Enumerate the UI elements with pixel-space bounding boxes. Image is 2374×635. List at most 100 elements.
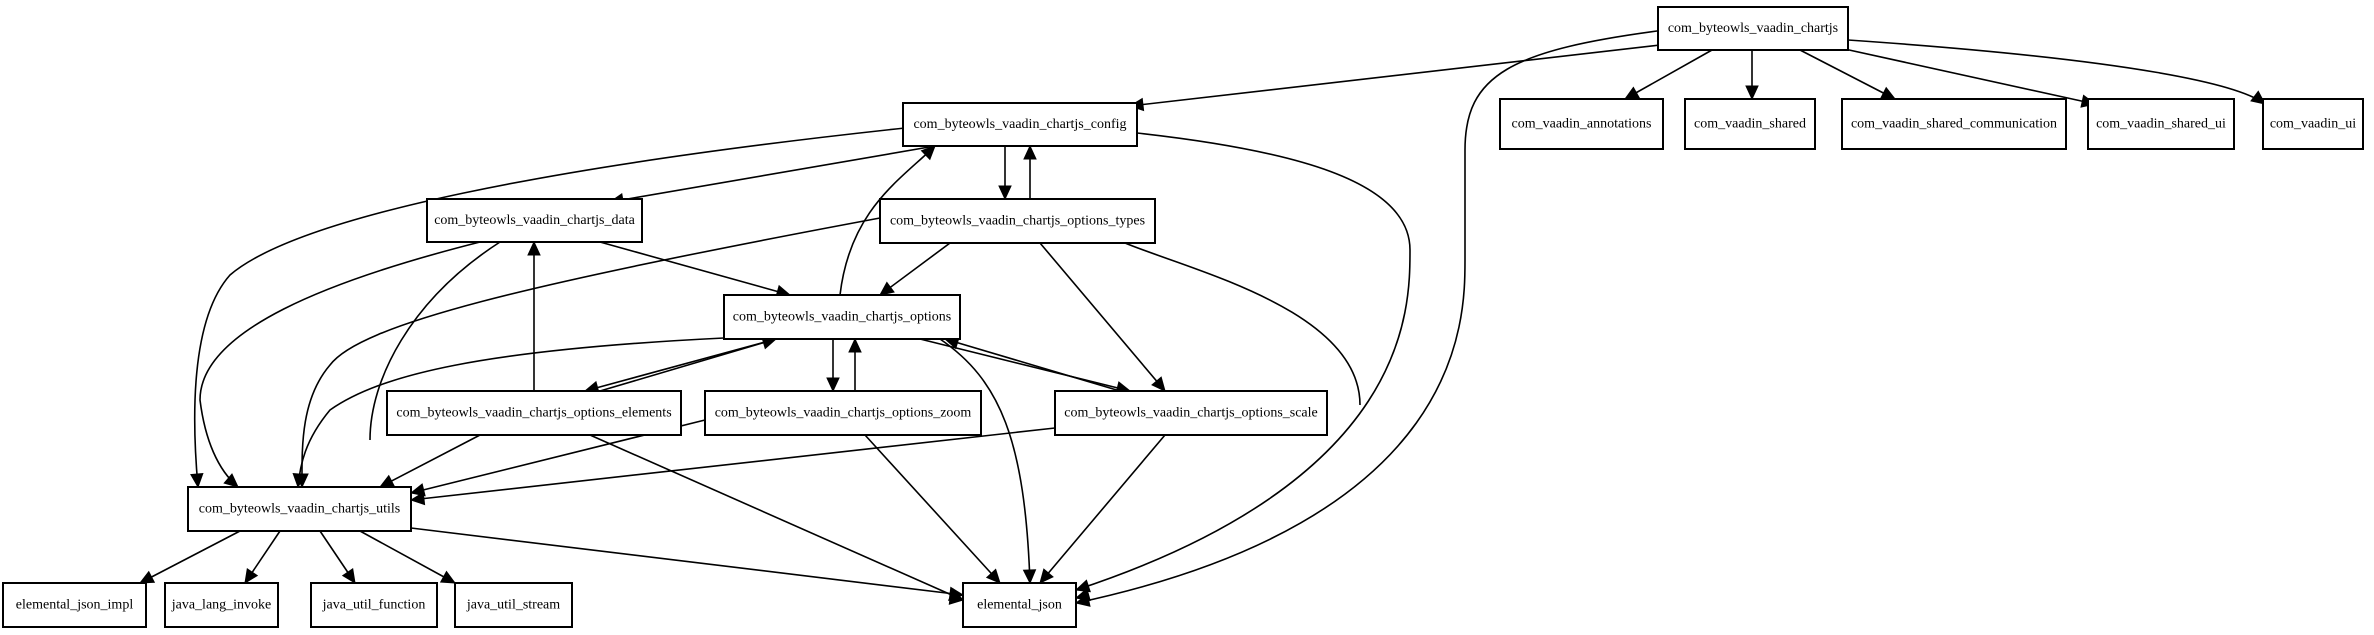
arrowhead-icon	[292, 472, 306, 489]
node-box	[2087, 98, 2235, 150]
node-label: java_util_function	[322, 598, 426, 613]
edge-scale-to-utils	[409, 427, 1056, 506]
edge-utils-to-invoke	[244, 530, 281, 584]
node-label: com_vaadin_shared	[1694, 117, 1806, 132]
node-box	[902, 102, 1138, 147]
node-shared: com_vaadin_shared	[1684, 98, 1816, 150]
node-box	[187, 486, 412, 532]
edge-config-to-data	[608, 145, 936, 207]
node-box	[1657, 6, 1849, 51]
node-json: elemental_json	[962, 582, 1077, 628]
edge-line	[139, 530, 241, 584]
edge-chartjs-to-ui	[1847, 39, 2266, 105]
node-label: com_vaadin_shared_ui	[2096, 117, 2226, 132]
edge-line	[410, 427, 1056, 501]
node-label: com_byteowls_vaadin_chartjs_options_scal…	[1064, 406, 1318, 421]
node-box	[1684, 98, 1816, 150]
edge-scale-to-json	[1039, 434, 1166, 584]
node-label: com_byteowls_vaadin_chartjs_data	[434, 213, 635, 228]
arrowhead-icon	[439, 570, 457, 584]
edge-line	[1129, 44, 1661, 107]
edge-chartjs-to-shared	[1745, 50, 1759, 101]
edge-types-to-json	[1074, 242, 1361, 601]
arrowhead-icon	[138, 570, 156, 584]
edge-line	[1799, 49, 1896, 100]
edge-types-to-options	[879, 242, 951, 296]
edge-zoom-to-json	[864, 434, 1001, 584]
edge-scale-to-options	[943, 336, 1121, 392]
edge-utils-to-function	[319, 530, 356, 584]
node-elements: com_byteowls_vaadin_chartjs_options_elem…	[386, 390, 682, 436]
edge-line	[864, 434, 1001, 584]
arrowhead-icon	[1074, 587, 1091, 601]
edge-line	[1075, 132, 1411, 591]
edge-zoom-to-options	[848, 337, 862, 391]
arrowhead-icon	[1022, 569, 1037, 585]
node-label: elemental_json	[977, 598, 1062, 613]
arrowhead-icon	[948, 586, 965, 601]
edge-line	[599, 338, 777, 392]
edge-config-to-utils	[190, 127, 906, 489]
node-box	[2262, 98, 2364, 150]
edge-line	[410, 527, 964, 596]
arrowhead-icon	[190, 472, 204, 489]
node-box	[1054, 390, 1328, 436]
node-label: com_byteowls_vaadin_chartjs_options_zoom	[715, 406, 972, 421]
arrowhead-icon	[1039, 568, 1054, 584]
edge-utils-to-stream	[359, 530, 457, 584]
node-types: com_byteowls_vaadin_chartjs_options_type…	[879, 198, 1156, 244]
node-label: com_byteowls_vaadin_chartjs_options	[733, 310, 952, 325]
node-label: com_vaadin_shared_communication	[1851, 117, 2057, 132]
node-scale: com_byteowls_vaadin_chartjs_options_scal…	[1054, 390, 1328, 436]
node-box	[386, 390, 682, 436]
edge-line	[193, 127, 906, 488]
edge-line	[1624, 49, 1713, 100]
edge-elements-to-options	[599, 336, 778, 392]
edge-line	[199, 241, 481, 488]
edge-line	[297, 337, 725, 488]
node-function: java_util_function	[310, 582, 438, 628]
node-box	[962, 582, 1077, 628]
node-box	[426, 198, 643, 243]
edge-line	[379, 434, 481, 488]
arrowhead-icon	[1023, 144, 1037, 160]
edge-options-to-zoom	[826, 339, 840, 393]
node-label: com_byteowls_vaadin_chartjs_options_type…	[890, 214, 1145, 229]
arrowhead-icon	[985, 568, 1001, 584]
node-label: com_vaadin_annotations	[1512, 117, 1652, 132]
node-shared_ui: com_vaadin_shared_ui	[2087, 98, 2235, 150]
edge-types-to-scale	[1039, 242, 1166, 392]
arrowhead-icon	[826, 377, 840, 393]
edge-line	[369, 241, 501, 441]
node-utils: com_byteowls_vaadin_chartjs_utils	[187, 486, 412, 532]
edge-line	[944, 338, 1121, 392]
node-label: java_util_stream	[466, 598, 560, 613]
node-invoke: java_lang_invoke	[164, 582, 279, 628]
node-box	[164, 582, 279, 628]
node-box	[1841, 98, 2067, 150]
node-chartjs: com_byteowls_vaadin_chartjs	[1657, 6, 1849, 51]
node-label: com_vaadin_ui	[2270, 117, 2356, 132]
arrowhead-icon	[223, 473, 239, 488]
arrowhead-icon	[1151, 376, 1166, 392]
node-options: com_byteowls_vaadin_chartjs_options	[723, 294, 961, 340]
arrowhead-icon	[998, 185, 1012, 201]
edge-options-to-config	[839, 145, 936, 296]
arrowhead-icon	[409, 483, 426, 497]
nodes-layer: com_byteowls_vaadin_chartjs com_byteowls_…	[2, 6, 2364, 628]
edge-utils-to-json	[410, 527, 965, 601]
edge-types-to-utils	[295, 217, 881, 489]
edge-data-to-options	[599, 241, 792, 298]
edge-line	[589, 434, 964, 601]
node-ui: com_vaadin_ui	[2262, 98, 2364, 150]
node-shared_comm: com_vaadin_shared_communication	[1841, 98, 2067, 150]
edge-line	[359, 530, 456, 584]
edge-chartjs-to-annotations	[1623, 49, 1713, 100]
node-data: com_byteowls_vaadin_chartjs_data	[426, 198, 643, 243]
arrowhead-icon	[1074, 579, 1091, 593]
edge-elements-to-data	[527, 240, 541, 391]
node-box	[454, 582, 573, 628]
arrowhead-icon	[1745, 85, 1759, 101]
edge-types-to-config	[1023, 144, 1037, 199]
